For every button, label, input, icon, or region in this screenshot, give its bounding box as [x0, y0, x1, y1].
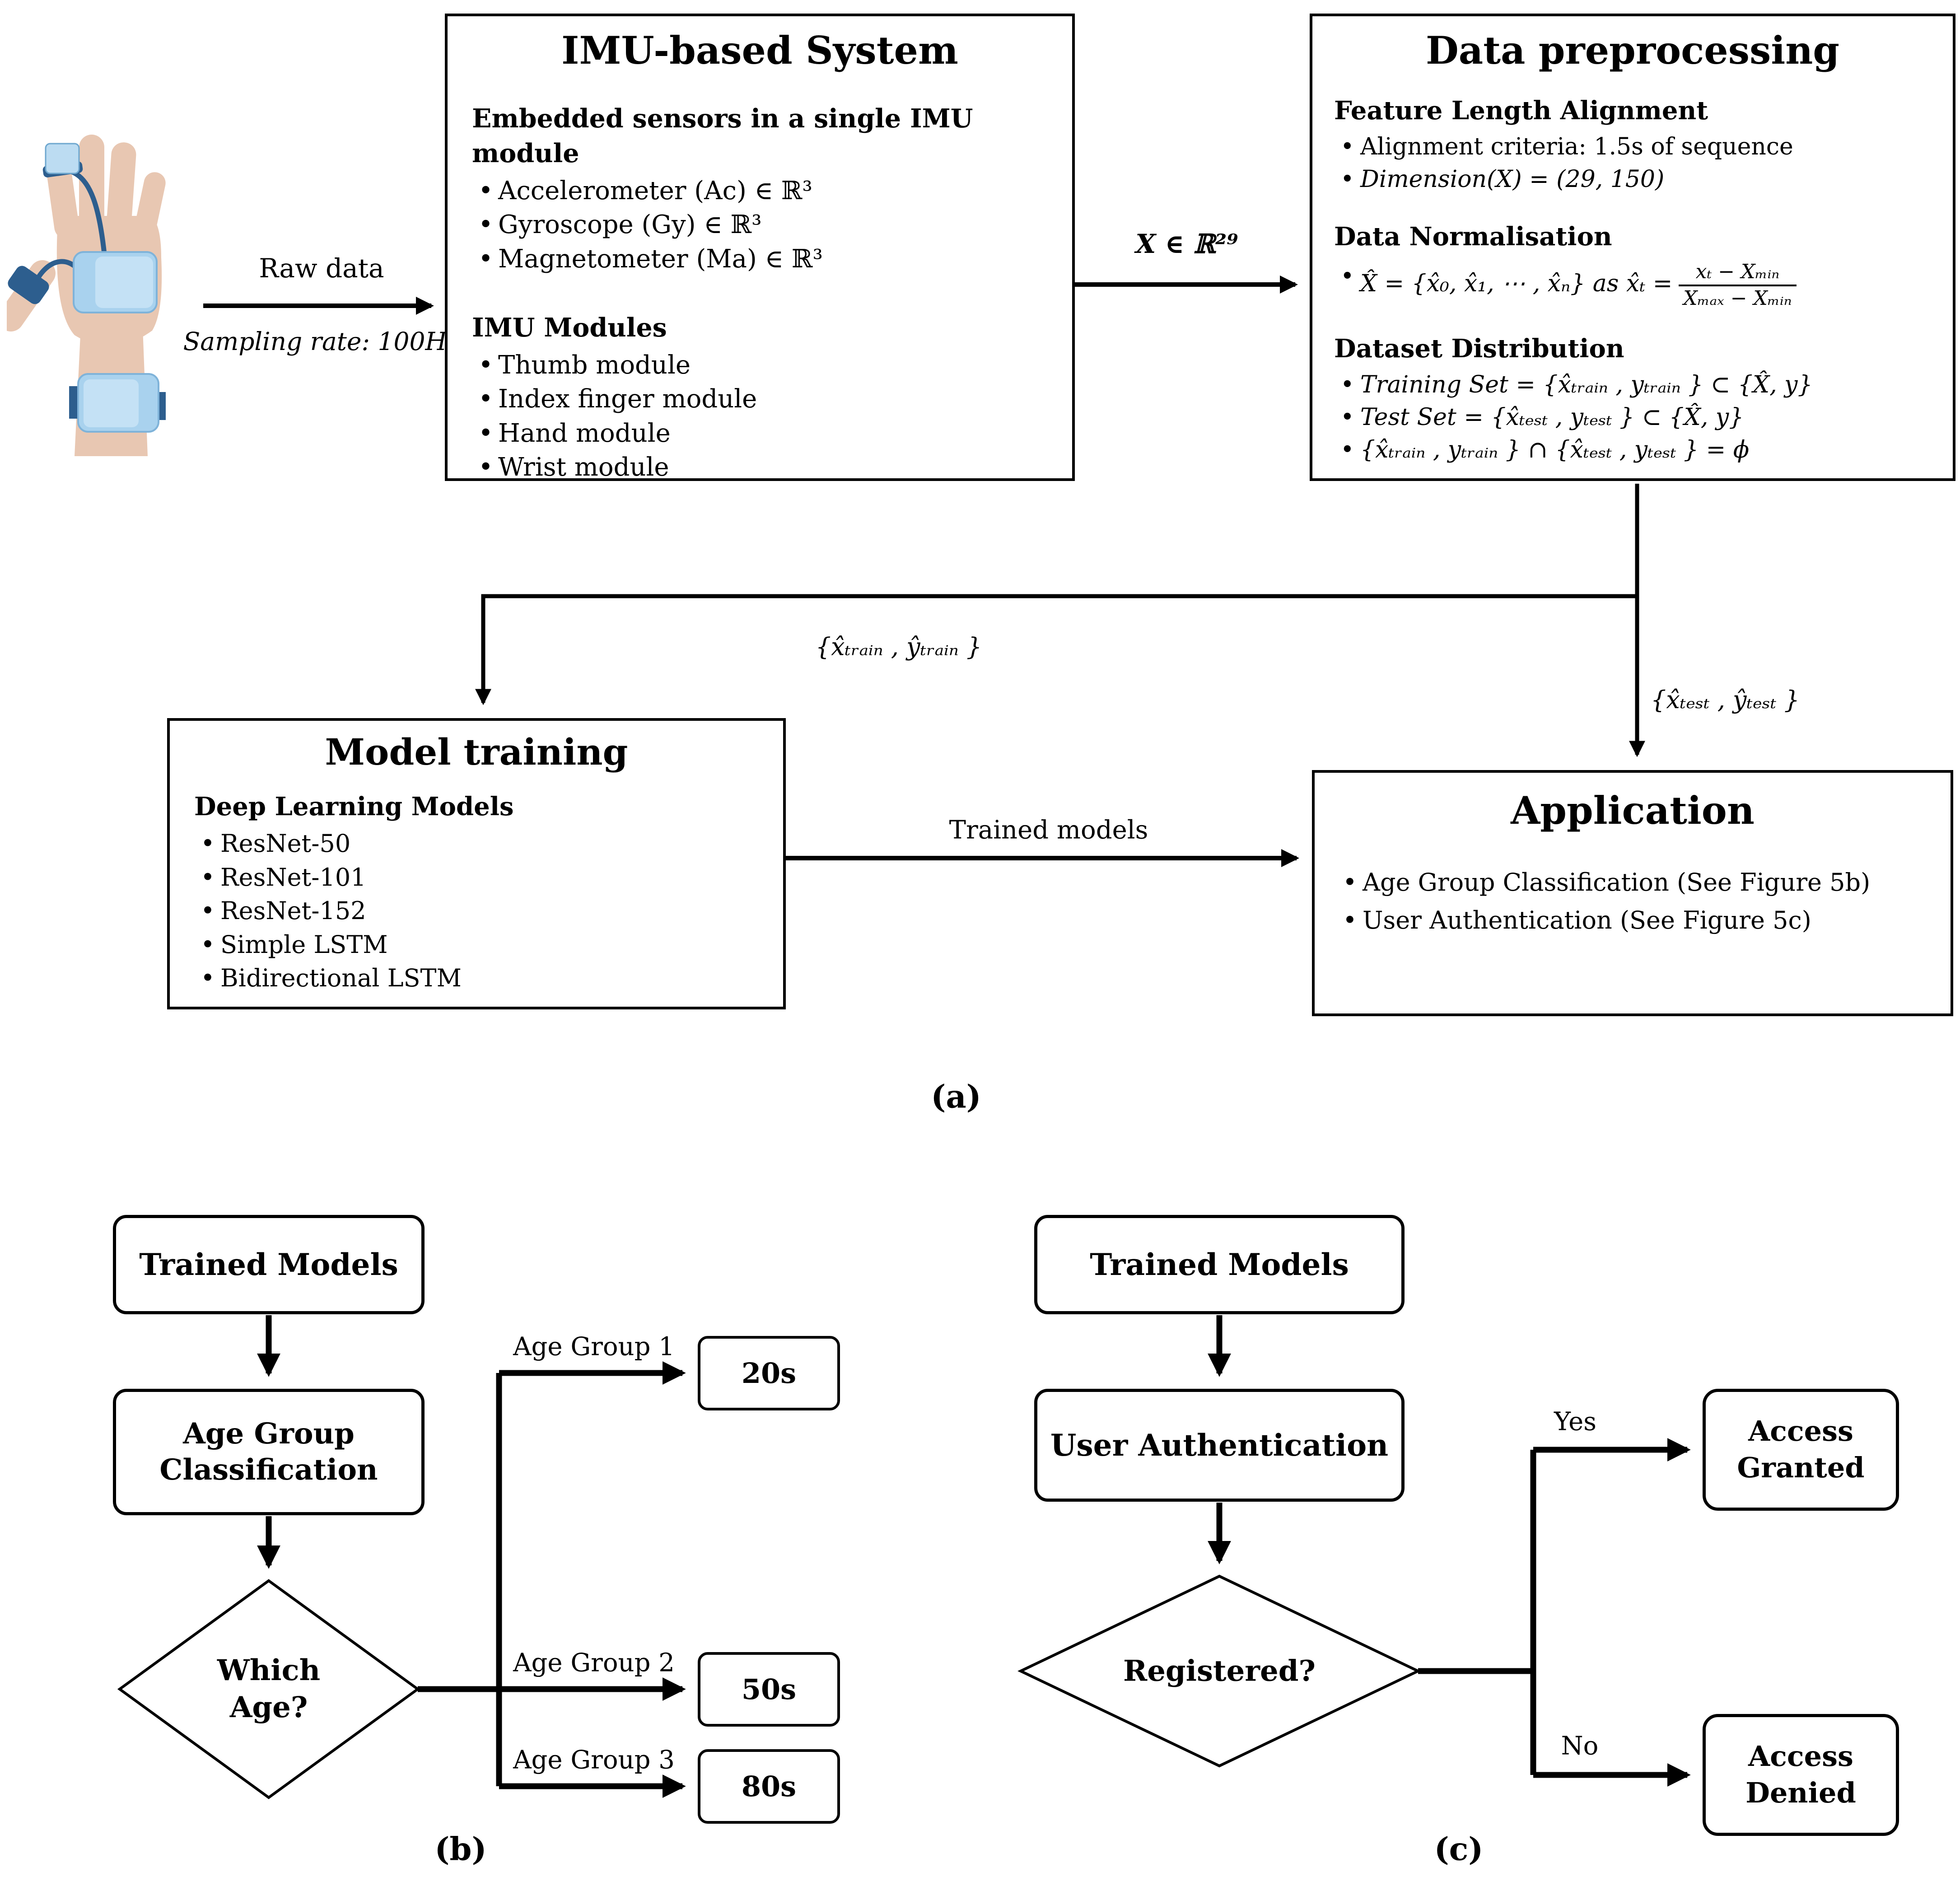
imu-system-title: IMU-based System [561, 28, 958, 73]
sensor-item: Accelerometer (Ac) ∈ ℝ³ [472, 174, 1056, 208]
model-training-title: Model training [325, 731, 628, 773]
dimension-item: Dimension(X) = (29, 150) [1334, 163, 1937, 196]
b-branch-label-2: Age Group 2 [513, 1648, 675, 1678]
b-target-50s-box: 50s [698, 1652, 840, 1727]
model-item: ResNet-101 [194, 861, 767, 895]
application-item: Age Group Classification (See Figure 5b) [1336, 864, 1934, 901]
c-yes-label: Yes [1554, 1407, 1596, 1437]
b-target-80s-box: 80s [698, 1749, 840, 1824]
training-set-item: Training Set = {x̂ₜᵣₐᵢₙ , yₜᵣₐᵢₙ } ⊂ {X̂… [1334, 369, 1937, 402]
modules-header: IMU Modules [472, 312, 667, 343]
trained-models-label: Trained models [949, 815, 1148, 845]
sampling-rate-label: Sampling rate: 100Hz [183, 327, 460, 356]
sensor-item: Magnetometer (Ma) ∈ ℝ³ [472, 242, 1056, 276]
test-set-label: {x̂ₜₑₛₜ , ŷₜₑₛₜ } [1651, 686, 1800, 714]
model-item: ResNet-152 [194, 894, 767, 928]
c-granted-line2: Granted [1737, 1451, 1865, 1484]
panel-c-label: (c) [1434, 1830, 1484, 1868]
fraction-denominator: Xₘₐₓ − Xₘᵢₙ [1683, 286, 1792, 310]
b-trained-models-box: Trained Models [113, 1215, 425, 1314]
wrist-module-face [84, 379, 139, 427]
hand-photo [7, 135, 166, 456]
thumb-strap [8, 266, 49, 304]
c-access-granted-box: Access Granted [1703, 1389, 1899, 1511]
panel-b-label: (b) [434, 1830, 487, 1868]
deep-learning-header: Deep Learning Models [194, 792, 514, 822]
train-set-connector [475, 484, 1639, 705]
b-decision-diamond [117, 1579, 420, 1799]
application-item: User Authentication (See Figure 5c) [1336, 901, 1934, 939]
model-item: ResNet-50 [194, 827, 767, 861]
module-item: Index finger module [472, 382, 1056, 416]
c-granted-line1: Access [1748, 1415, 1853, 1448]
test-set-item: Test Set = {x̂ₜₑₛₜ , yₜₑₛₜ } ⊂ {X̂, y} [1334, 402, 1937, 434]
feature-alignment-header: Feature Length Alignment [1334, 96, 1708, 126]
c-denied-line1: Access [1748, 1740, 1853, 1773]
module-item: Wrist module [472, 450, 1056, 485]
c-access-denied-box: Access Denied [1703, 1714, 1899, 1836]
x-feature-label: X ∈ ℝ²⁹ [1135, 229, 1238, 259]
formula-prefix: X̂ = {x̂₀, x̂₁, ⋯ , x̂ₙ} as x̂ₜ = [1360, 270, 1673, 298]
hand-illustration [7, 135, 166, 456]
index-module [45, 143, 80, 174]
panel-a-label: (a) [931, 1078, 981, 1116]
raw-data-label: Raw data [259, 253, 384, 284]
b-decision-line2: Age? [229, 1690, 308, 1724]
sensor-item: Gyroscope (Gy) ∈ ℝ³ [472, 208, 1056, 242]
distribution-header: Dataset Distribution [1334, 334, 1624, 364]
alignment-item: Alignment criteria: 1.5s of sequence [1334, 131, 1937, 163]
imu-system-box: IMU-based System Embedded sensors in a s… [445, 14, 1075, 485]
c-user-authentication-box: User Authentication [1034, 1389, 1405, 1502]
b-branch-label-1: Age Group 1 [513, 1332, 675, 1362]
c-decision-diamond [1017, 1574, 1421, 1768]
model-item: Simple LSTM [194, 928, 767, 962]
hand-module-face [95, 257, 153, 308]
normalisation-header: Data Normalisation [1334, 221, 1612, 252]
c-trained-models-box: Trained Models [1034, 1215, 1405, 1314]
module-item: Thumb module [472, 348, 1056, 383]
application-box: Application Age Group Classification (Se… [1312, 770, 1953, 1016]
preprocessing-box: Data preprocessing Feature Length Alignm… [1310, 14, 1955, 481]
disjoint-item: {x̂ₜᵣₐᵢₙ , yₜᵣₐᵢₙ } ∩ {x̂ₜₑₛₜ , yₜₑₛₜ } … [1334, 434, 1937, 467]
b-decision-line1: Which [217, 1653, 321, 1688]
b-branch-label-3: Age Group 3 [513, 1745, 675, 1775]
train-set-label: {x̂ₜᵣₐᵢₙ , ŷₜᵣₐᵢₙ } [815, 632, 982, 661]
application-title: Application [1511, 788, 1755, 833]
c-denied-line2: Denied [1745, 1776, 1856, 1809]
normalisation-formula: X̂ = {x̂₀, x̂₁, ⋯ , x̂ₙ} as x̂ₜ =xₜ − Xₘ… [1334, 260, 1937, 310]
c-no-label: No [1561, 1731, 1599, 1761]
model-item: Bidirectional LSTM [194, 962, 767, 995]
fraction-numerator: xₜ − Xₘᵢₙ [1679, 260, 1797, 286]
module-item: Hand module [472, 416, 1056, 451]
b-age-group-classification-box: Age Group Classification [113, 1389, 425, 1515]
model-training-box: Model training Deep Learning Models ResN… [167, 718, 786, 1009]
b-decision-text: Which Age? [217, 1652, 320, 1726]
preprocessing-title: Data preprocessing [1425, 28, 1840, 73]
sensors-header: Embedded sensors in a single IMU module [472, 103, 973, 168]
b-target-20s-box: 20s [698, 1336, 840, 1410]
c-decision-text: Registered? [1123, 1654, 1316, 1688]
